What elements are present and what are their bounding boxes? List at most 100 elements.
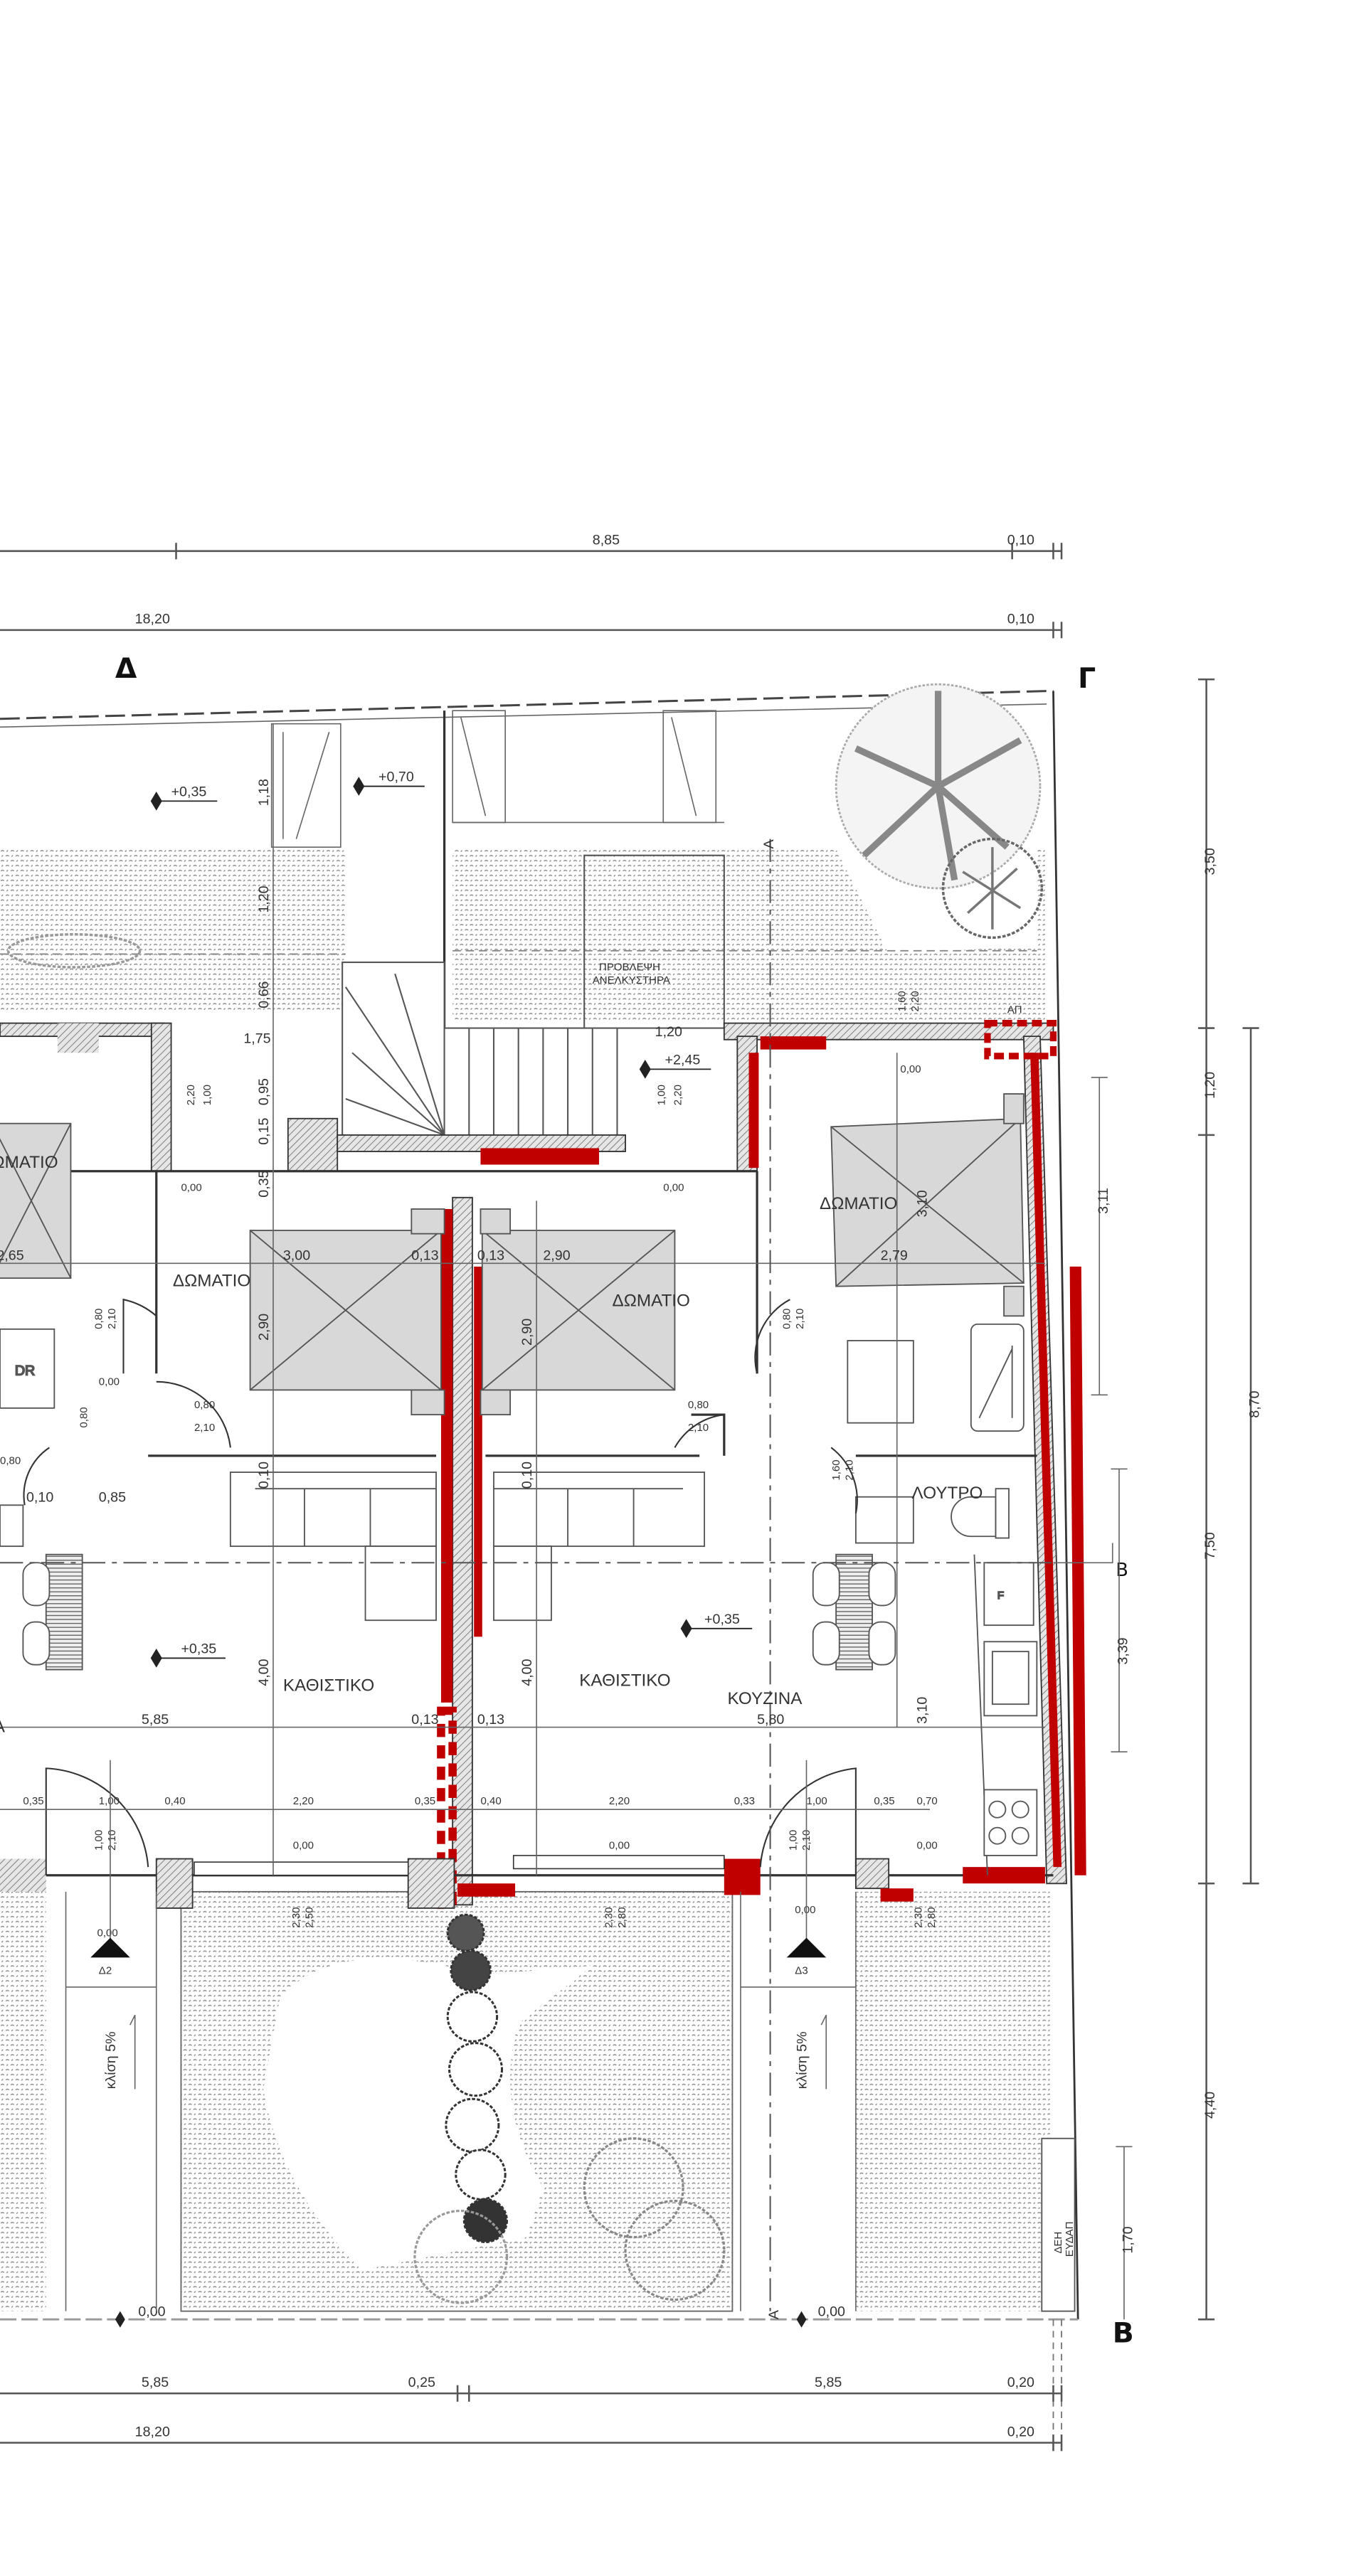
dimension-label: 0,66	[256, 981, 272, 1008]
shower-icon	[970, 1323, 1024, 1432]
dimension-label: 2,10	[688, 1422, 709, 1434]
dimension-label: 0,35	[256, 1170, 272, 1197]
dimension-label: 0,13	[411, 1712, 438, 1728]
level-label: +0,35	[171, 784, 207, 799]
dimension-label: 1,00	[788, 1830, 800, 1851]
dimension-label: 0,33	[734, 1795, 755, 1807]
dimension-label: 0,40	[164, 1795, 185, 1807]
room-label-living-room: ΚΑΘΙΣΤΙΚΟ	[283, 1676, 374, 1696]
elevator-shaft	[583, 854, 725, 1029]
level-label: 0,00	[138, 2304, 165, 2320]
slope-arrow-icon	[820, 2014, 827, 2090]
dimension-label: 0,80	[78, 1407, 90, 1427]
dimension-label: 0,70	[916, 1795, 937, 1807]
dimension-label: 2,80	[616, 1907, 628, 1927]
level-label: 0,00	[818, 2304, 845, 2320]
dimension-label: 1,00	[806, 1795, 827, 1807]
level-label: 0,00	[916, 1840, 937, 1852]
dimension-label: 2,90	[543, 1248, 570, 1264]
tree-icon	[941, 837, 1044, 940]
dimension-label: 18,20	[135, 612, 170, 627]
dimension-label: 1,20	[655, 1024, 682, 1040]
dimension-label: 0,10	[26, 1490, 53, 1506]
dimension-label: 0,80	[688, 1399, 709, 1411]
dimension-label: 5,80	[757, 1712, 784, 1728]
bed-icon	[249, 1208, 445, 1416]
dimension-label: 2,20	[609, 1795, 630, 1807]
level-label: 0,00	[181, 1182, 201, 1194]
dimension-label: 5,85	[142, 2375, 169, 2390]
corner-label-gamma: Γ	[1078, 663, 1096, 695]
doors	[23, 1298, 858, 1875]
room-labels: ΔΩΜΑΤΙΟ ΔΩΜΑΤΙΟ ΔΩΜΑΤΙΟ ΔΩΜΑΤΙΟ ΛΟΥΤΡΟ Κ…	[0, 1153, 983, 1736]
tree-icon	[413, 2137, 726, 2304]
dimension-label: 2,20	[293, 1795, 314, 1807]
elevator-label: ΑΝΕΛΚΥΣΤΗΡΑ	[593, 974, 670, 986]
dimension-label: 7,50	[1202, 1532, 1218, 1559]
dimension-label: 0,80	[194, 1399, 215, 1411]
dimension-label: 1,70	[1121, 2226, 1136, 2253]
dimension-label: 4,00	[519, 1659, 535, 1686]
slope-arrow-icon	[129, 2014, 136, 2090]
level-label: 0,00	[609, 1840, 630, 1852]
dimension-label: 2,80	[926, 1907, 938, 1927]
tree-icon	[835, 683, 1042, 890]
dimension-label: 0,35	[874, 1795, 894, 1807]
room-label-bedroom: ΔΩΜΑΤΙΟ	[173, 1272, 250, 1291]
dimension-label: 1,20	[1202, 1072, 1218, 1099]
slope-label: κλίση 5%	[794, 2031, 810, 2089]
level-label: +0,35	[181, 1641, 216, 1656]
tree-row-icon	[445, 1913, 508, 2243]
stair-area: ΠΡΟΒΛΕΨΗ ΑΝΕΛΚΥΣΤΗΡΑ	[270, 710, 725, 1141]
utility-meter-box	[1041, 2137, 1076, 2312]
building-walls: ΑΠ	[0, 1004, 1086, 1910]
dimension-label: 1,60	[896, 991, 908, 1011]
dimension-label: 1,18	[256, 779, 272, 806]
room-label-partial: Α	[0, 1717, 6, 1736]
dimension-label: 1,00	[92, 1830, 105, 1851]
kitchen-fixtures: F	[973, 1554, 1038, 1875]
interior-dimensions: B A A	[0, 723, 1128, 2319]
corner-label-delta: Δ	[115, 653, 137, 685]
ap-label: ΑΠ	[1007, 1004, 1022, 1016]
dimension-label: 2,20	[185, 1085, 197, 1105]
dimension-label: 0,20	[1007, 2424, 1034, 2439]
dimension-label: 1,20	[256, 885, 272, 912]
staircase	[342, 962, 618, 1141]
dr-label: DR	[15, 1363, 35, 1379]
section-label-a: A	[761, 839, 777, 848]
toilet-icon	[951, 1496, 997, 1538]
room-label-bedroom: ΔΩΜΑΤΙΟ	[613, 1291, 690, 1310]
dimension-label: 2,10	[843, 1459, 855, 1480]
top-dimensions: 8,85 0,10 18,20 0,10 Δ Γ	[0, 533, 1096, 695]
right-dimensions: 3,50 1,20 7,50 4,40 8,70 3,11 3,39 1,70 …	[1091, 678, 1263, 2350]
entrance-arrow-icon	[90, 1937, 130, 1958]
dimension-label: 0,85	[99, 1490, 126, 1506]
section-label-b: B	[1116, 1559, 1128, 1580]
level-label: +0,35	[704, 1612, 740, 1627]
dimension-label: 3,00	[283, 1248, 310, 1264]
level-label: 0,00	[795, 1904, 815, 1916]
dimension-label: 0,15	[256, 1117, 272, 1144]
dimension-label: 3,10	[914, 1697, 930, 1724]
lawn-area	[263, 1957, 593, 2270]
level-label: +0,70	[378, 770, 414, 785]
furniture: DR F	[0, 1093, 1038, 1875]
corner-label-b: B	[1113, 2318, 1134, 2350]
stair-column-dimensions: 1,18 1,20 0,66 1,75 0,95 0,15 0,35 1,00 …	[185, 779, 921, 1198]
level-label: +2,45	[665, 1052, 701, 1068]
dimension-label: 2,20	[672, 1085, 684, 1105]
level-markers: +0,35 +0,70 +2,45 +0,35 +0,35 0,00 0,00 …	[97, 770, 938, 2328]
room-dimensions: 2,65 3,00 0,13 0,13 2,90 2,79 2,90 2,90 …	[0, 1190, 930, 1728]
dimension-label: 2,10	[794, 1309, 806, 1329]
stove-icon	[983, 1789, 1038, 1856]
dimension-label: 2,90	[256, 1314, 272, 1341]
room-label-bathroom: ΛΟΥΤΡΟ	[912, 1484, 983, 1503]
dimension-label: 4,40	[1202, 2092, 1218, 2119]
dimension-label: 0,80	[92, 1309, 105, 1329]
bottom-dimensions: 5,85 0,25 5,85 0,20 18,20 0,20	[0, 2375, 1063, 2452]
dimension-label: 0,10	[1007, 533, 1034, 548]
wardrobe-icon: DR	[0, 1328, 55, 1548]
dimension-label: 0,10	[1007, 612, 1034, 627]
level-label: 0,00	[293, 1840, 314, 1852]
